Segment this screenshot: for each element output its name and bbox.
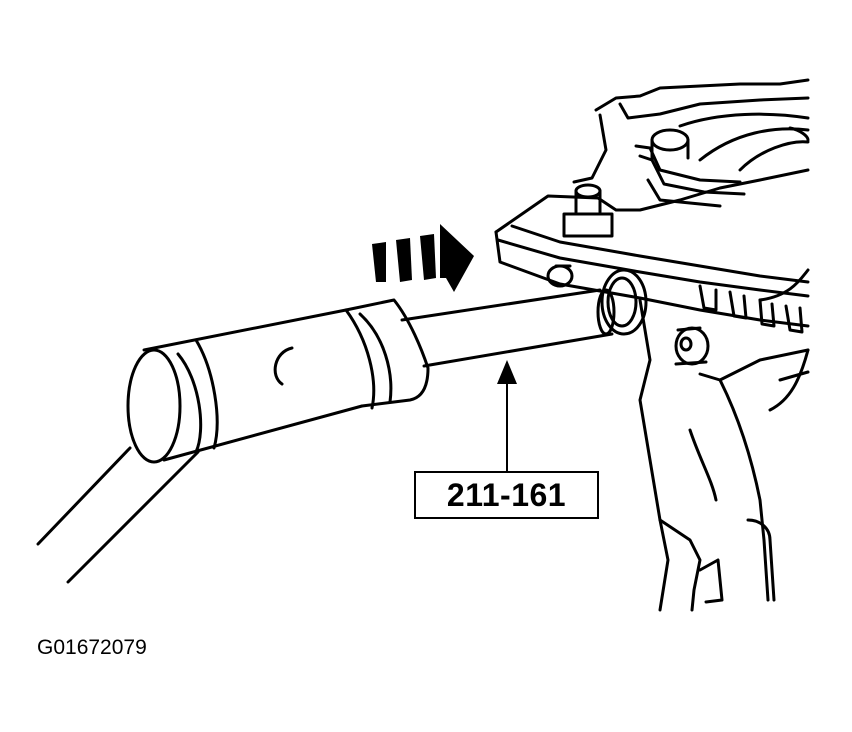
transmission-housing (494, 78, 810, 612)
figure-id: G01672079 (37, 636, 147, 659)
tool-callout-label: 211-161 (414, 471, 599, 519)
installer-tool (36, 288, 616, 584)
callout-arrow-icon (497, 360, 517, 472)
direction-arrow-icon (372, 224, 474, 292)
